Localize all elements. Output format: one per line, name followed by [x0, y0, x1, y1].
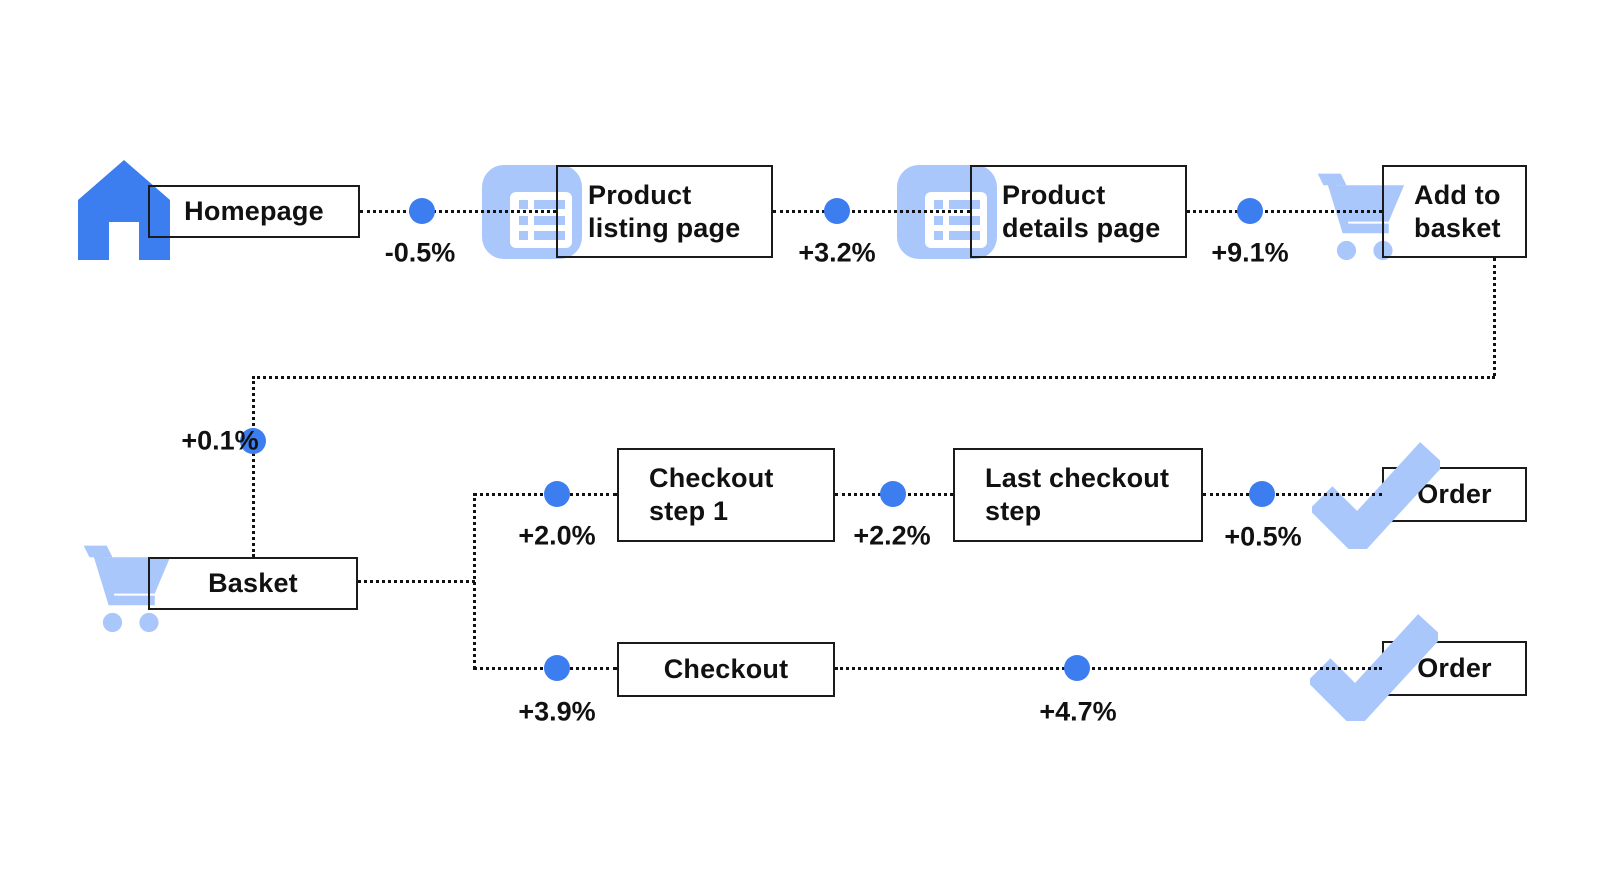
delta-label: +2.0%	[518, 520, 596, 551]
connector-line	[835, 667, 1382, 670]
node-label: Product details page	[1002, 179, 1161, 243]
node-last-checkout-step: Last checkout step	[953, 448, 1203, 542]
delta-label: -0.5%	[384, 237, 456, 268]
delta-label: +2.2%	[853, 520, 931, 551]
node-label: Order	[1417, 479, 1492, 509]
node-label: Order	[1417, 653, 1492, 683]
node-label: Basket	[208, 568, 298, 598]
node-checkout-step-1: Checkout step 1	[617, 448, 835, 542]
check-icon	[1310, 614, 1438, 721]
transition-dot	[824, 198, 850, 224]
delta-label: +4.7%	[1039, 696, 1117, 727]
transition-dot	[240, 428, 266, 454]
node-product-listing-page: Product listing page	[556, 165, 773, 258]
transition-dot	[544, 481, 570, 507]
page-list-icon-lines	[925, 192, 987, 248]
page-list-icon-lines	[510, 192, 572, 248]
connector-line	[1493, 258, 1496, 376]
node-label: Add to basket	[1414, 179, 1501, 243]
connector-line	[252, 376, 255, 557]
transition-dot	[1237, 198, 1263, 224]
transition-dot	[544, 655, 570, 681]
connector-line	[773, 210, 970, 213]
connector-line	[358, 580, 475, 583]
node-add-to-basket: Add to basket	[1382, 165, 1527, 258]
transition-dot	[1249, 481, 1275, 507]
transition-dot	[1064, 655, 1090, 681]
node-label: Checkout	[663, 654, 789, 684]
node-label: Last checkout step	[985, 463, 1170, 526]
node-checkout: Checkout	[617, 642, 835, 697]
check-icon	[1312, 442, 1440, 549]
cart-icon	[83, 545, 171, 633]
delta-label: +9.1%	[1211, 237, 1289, 268]
node-basket: Basket	[148, 557, 358, 610]
connector-line	[1203, 493, 1382, 496]
node-homepage: Homepage	[148, 185, 360, 238]
connector-line	[1187, 210, 1382, 213]
connector-line	[473, 493, 476, 669]
delta-label: +3.2%	[798, 237, 876, 268]
connector-line	[252, 376, 1495, 379]
transition-dot	[409, 198, 435, 224]
delta-label: +3.9%	[518, 696, 596, 727]
node-label: Homepage	[184, 196, 324, 226]
node-order-lower: Order	[1382, 641, 1527, 696]
transition-dot	[880, 481, 906, 507]
connector-line	[360, 210, 556, 213]
home-icon	[78, 160, 170, 260]
node-label: Product listing page	[588, 179, 741, 243]
node-product-details-page: Product details page	[970, 165, 1187, 258]
delta-label: +0.1%	[181, 425, 259, 456]
node-label: Checkout step 1	[649, 463, 774, 526]
delta-label: +0.5%	[1224, 521, 1302, 552]
